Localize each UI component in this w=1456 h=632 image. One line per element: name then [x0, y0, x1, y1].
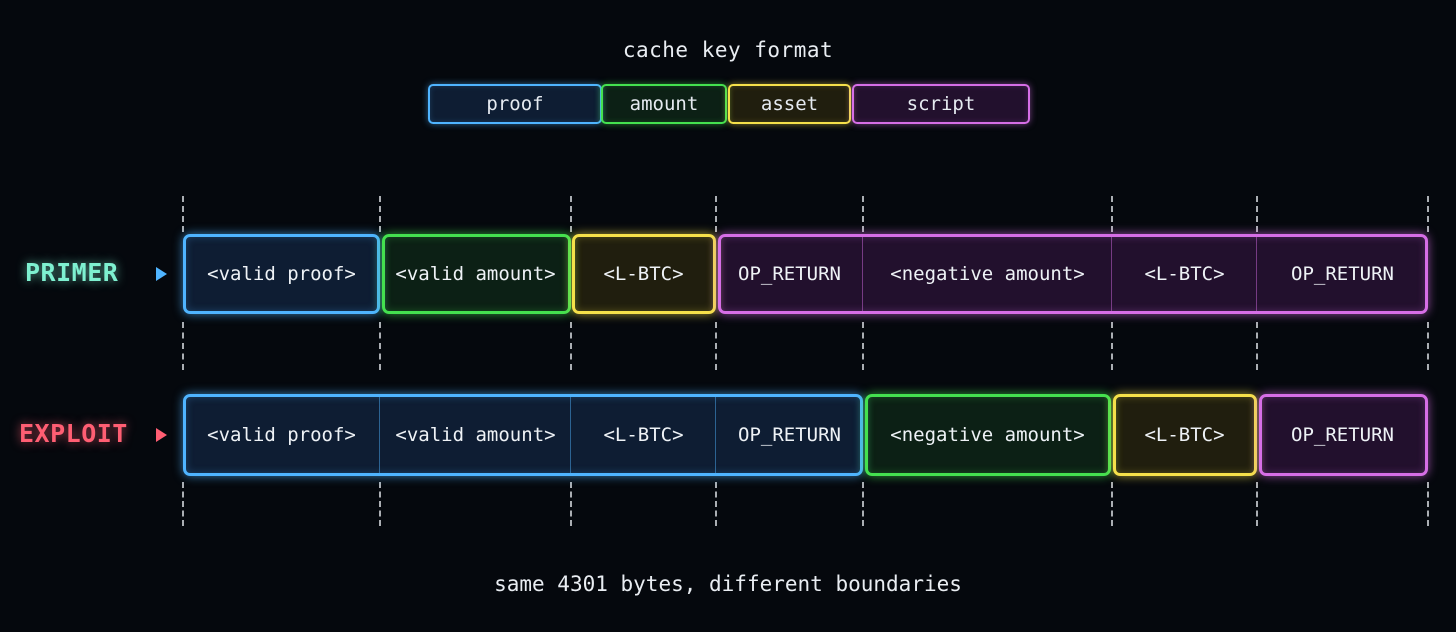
boundary-guide [1256, 196, 1258, 232]
segment-cell: OP_RETURN [1291, 263, 1394, 285]
segment-cell: OP_RETURN [738, 263, 841, 285]
segment-cell: <valid proof> [207, 263, 356, 285]
boundary-guide [1427, 482, 1429, 526]
legend-script: script [852, 84, 1030, 124]
boundary-guide [715, 482, 717, 526]
boundary-guide [1256, 482, 1258, 526]
diagram-title: cache key format [622, 38, 834, 62]
segment-cell: OP_RETURN [1291, 424, 1394, 446]
field-block-amount [865, 394, 1111, 476]
field-block-amount [382, 234, 571, 314]
legend-amount: amount [601, 84, 727, 124]
segment-cell: OP_RETURN [738, 424, 841, 446]
legend-proof: proof [428, 84, 602, 124]
row-label-primer: PRIMER [25, 258, 119, 287]
boundary-guide [1111, 196, 1113, 232]
segment-cell: <valid amount> [395, 263, 556, 285]
field-block-script [718, 234, 1428, 314]
boundary-guide [862, 322, 864, 370]
field-block-proof [183, 234, 380, 314]
segment-divider [715, 397, 716, 473]
segment-divider [862, 237, 863, 311]
field-block-script [1259, 394, 1428, 476]
boundary-guide [1111, 482, 1113, 526]
legend-asset: asset [728, 84, 851, 124]
segment-cell: <valid proof> [207, 424, 356, 446]
boundary-guide [715, 196, 717, 232]
segment-divider [570, 397, 571, 473]
segment-cell: <negative amount> [890, 424, 1085, 446]
footer-caption: same 4301 bytes, different boundaries [494, 572, 962, 596]
boundary-guide [379, 482, 381, 526]
boundary-guide [182, 322, 184, 370]
boundary-guide [379, 322, 381, 370]
boundary-guide [570, 482, 572, 526]
field-block-proof [183, 394, 863, 476]
field-block-asset [1113, 394, 1257, 476]
boundary-guide [182, 482, 184, 526]
row-arrow-icon [156, 267, 167, 281]
row-label-exploit: EXPLOIT [19, 419, 128, 448]
segment-divider [1111, 237, 1112, 311]
segment-cell: <L-BTC> [603, 424, 684, 446]
boundary-guide [379, 196, 381, 232]
boundary-guide [862, 196, 864, 232]
segment-cell: <L-BTC> [1144, 424, 1225, 446]
boundary-guide [1111, 322, 1113, 370]
row-arrow-icon [156, 428, 167, 442]
boundary-guide [182, 196, 184, 232]
segment-cell: <L-BTC> [1144, 263, 1225, 285]
boundary-guide [862, 482, 864, 526]
segment-divider [1256, 237, 1257, 311]
segment-cell: <negative amount> [890, 263, 1085, 285]
boundary-guide [1256, 322, 1258, 370]
boundary-guide [570, 322, 572, 370]
segment-cell: <L-BTC> [603, 263, 684, 285]
segment-divider [379, 397, 380, 473]
boundary-guide [715, 322, 717, 370]
boundary-guide [1427, 322, 1429, 370]
segment-cell: <valid amount> [395, 424, 556, 446]
field-block-asset [572, 234, 716, 314]
boundary-guide [570, 196, 572, 232]
boundary-guide [1427, 196, 1429, 232]
